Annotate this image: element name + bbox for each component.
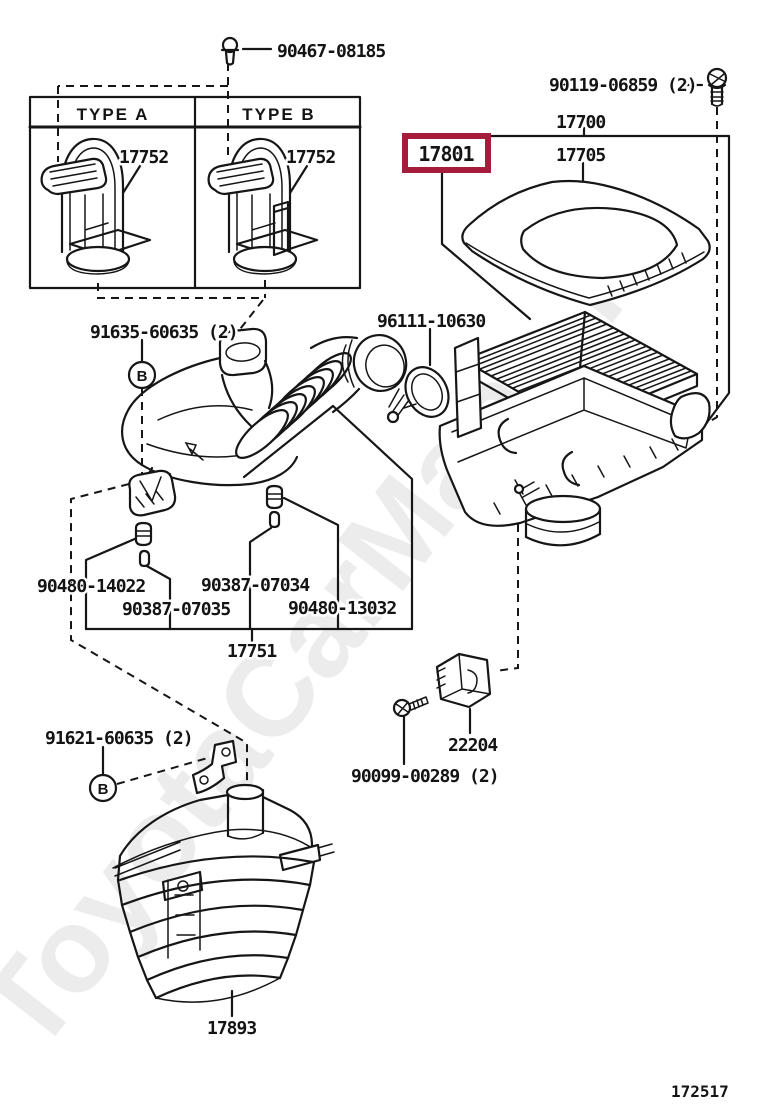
part-label-90387-07035[interactable]: 90387-07035 (120, 597, 234, 623)
part-label-90467-08185[interactable]: 90467-08185 (275, 39, 389, 65)
part-label-22204[interactable]: 22204 (446, 733, 502, 759)
svg-text:B: B (137, 368, 148, 385)
part-label-90099-00289[interactable]: 90099-00289 (2) (349, 764, 503, 790)
cushion-grommet-drawing (134, 521, 153, 547)
clip-bolt-90467-drawing (220, 36, 240, 66)
part-label-17751[interactable]: 17751 (225, 639, 280, 665)
air-cleaner-case-drawing (438, 336, 711, 547)
sensor-screw-drawing (392, 696, 429, 718)
screw-90119-drawing (706, 67, 728, 107)
highlight-box-border (402, 133, 491, 173)
part-label-90480-14022[interactable]: 90480-14022 (35, 574, 149, 600)
figure-code: 172517 (671, 1082, 729, 1101)
part-label-17705[interactable]: 17705 (554, 143, 609, 169)
collar-grommet-drawing (138, 549, 151, 568)
resonator-drawing (112, 739, 335, 1003)
cushion-grommet-rear (265, 484, 284, 510)
duct-b-resonator-box (272, 200, 290, 257)
part-labels: 90467-08185 90119-06859 (2) 17700 17705 … (35, 39, 729, 1102)
detail-marker-b-lower: B (88, 773, 118, 803)
part-label-91635-60635[interactable]: 91635-60635 (2) (88, 320, 242, 346)
table-header-type-a: TYPE A (77, 105, 150, 124)
type-table (28, 95, 362, 290)
part-label-90387-07034[interactable]: 90387-07034 (199, 573, 314, 599)
air-inlet-duct-type-a-drawing (40, 137, 152, 275)
intake-sensor-drawing (435, 652, 492, 709)
collar-grommet-rear (268, 510, 281, 529)
air-inlet-hose-assembly-drawing (121, 327, 408, 517)
part-label-96111-10630[interactable]: 96111-10630 (375, 309, 489, 335)
part-label-91621-60635[interactable]: 91621-60635 (2) (43, 726, 197, 752)
part-label-17700[interactable]: 17700 (554, 110, 609, 136)
hose-clamp-drawing (386, 366, 450, 424)
table-header-type-b: TYPE B (242, 105, 315, 124)
part-label-17752-b[interactable]: 17752 (284, 145, 339, 171)
detail-marker-b-upper: B (127, 360, 157, 390)
part-label-17752-a[interactable]: 17752 (117, 145, 172, 171)
part-label-17801[interactable]: 17801 (418, 142, 475, 166)
part-label-90480-13032[interactable]: 90480-13032 (286, 596, 400, 622)
part-label-90119-06859[interactable]: 90119-06859 (2) (547, 73, 701, 99)
air-cleaner-cap-drawing (461, 179, 711, 307)
svg-text:B: B (98, 781, 109, 798)
solid-leader-lines (84, 47, 731, 1018)
highlight-box-17801[interactable]: 17801 (402, 133, 491, 173)
part-label-17893[interactable]: 17893 (205, 1016, 260, 1042)
